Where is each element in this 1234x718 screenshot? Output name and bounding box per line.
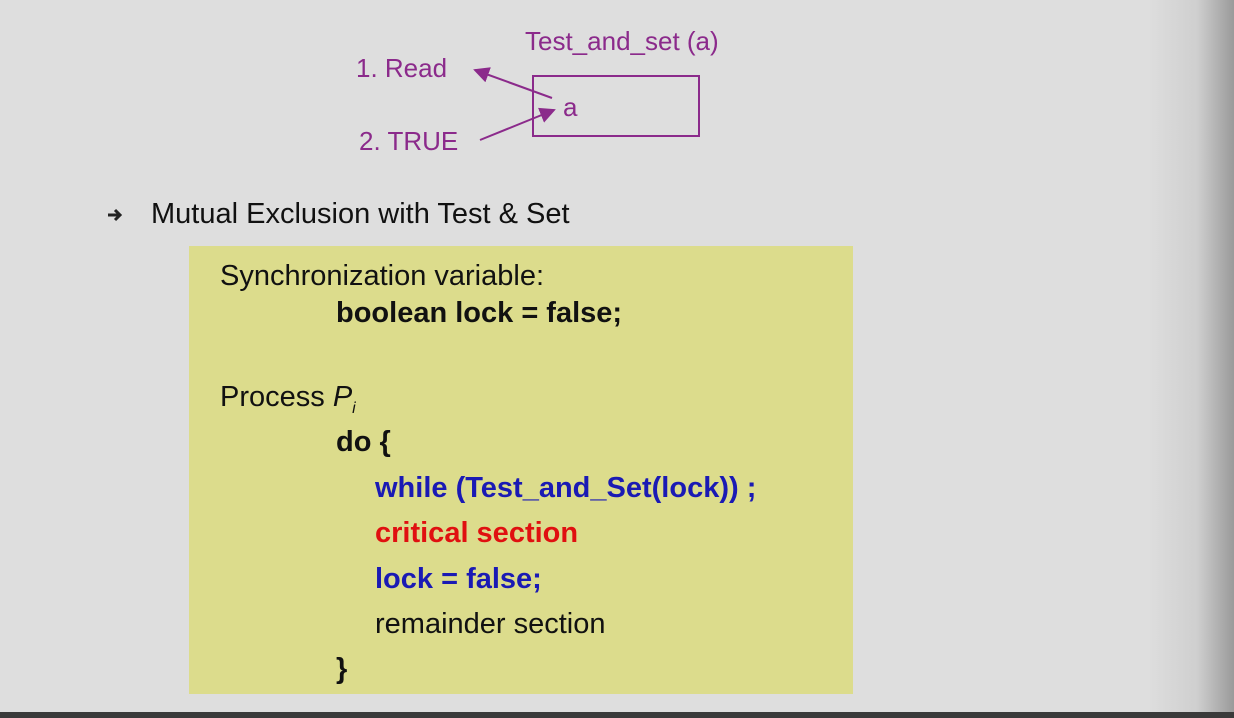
true-arrow [479, 107, 556, 141]
bottom-border [0, 712, 1234, 718]
read-arrow [473, 67, 553, 99]
box-variable-label: a [563, 92, 578, 122]
do-open: do { [336, 426, 391, 458]
variable-box [532, 75, 700, 137]
process-letter: P [332, 381, 353, 413]
diagram-title: Test_and_set (a) [525, 26, 719, 56]
code-block: Synchronization variable: boolean lock =… [189, 246, 853, 694]
process-label: Process Pi [220, 381, 356, 418]
step-read-label: 1. Read [356, 53, 448, 83]
diagram-arrows [473, 67, 700, 141]
bullet-text: Mutual Exclusion with Test & Set [151, 198, 570, 230]
sync-declaration: boolean lock = false; [336, 297, 623, 329]
while-test-and-set: while (Test_and_Set(lock)) ; [375, 472, 757, 504]
do-close: } [336, 653, 348, 685]
process-subscript: i [352, 399, 356, 417]
test-and-set-diagram: Test_and_set (a) 1. Read 2. TRUE a [340, 20, 770, 170]
arrow-bullet-icon [108, 208, 123, 221]
lock-release: lock = false; [375, 563, 542, 595]
step-true-label: 2. TRUE [359, 126, 459, 156]
sync-variable-label: Synchronization variable: [220, 260, 545, 292]
critical-section: critical section [375, 517, 579, 549]
bullet-item: Mutual Exclusion with Test & Set [105, 198, 570, 231]
process-text: Process [220, 381, 333, 413]
process-name: Pi [332, 381, 356, 417]
remainder-section: remainder section [375, 608, 606, 640]
